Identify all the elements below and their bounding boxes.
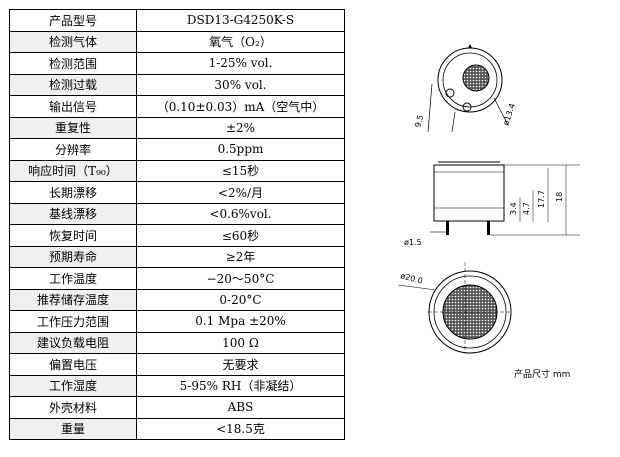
pin-diameter: ø1.5	[404, 238, 422, 247]
spec-row: 响应时间（T₉₀）≤15秒	[9, 159, 345, 182]
spec-value: ABS	[136, 396, 345, 419]
spec-value: −20～50°C	[136, 267, 345, 290]
spec-value: ≤60秒	[136, 224, 345, 247]
side-view: ø1.5 3.4 4.7 17.7 18	[404, 161, 580, 247]
spec-key: 基线漂移	[9, 202, 137, 225]
spec-key: 外壳材料	[9, 396, 137, 419]
spec-key: 重复性	[9, 116, 137, 139]
spec-value: 0.1 Mpa ±20%	[136, 310, 345, 333]
spec-row: 长期漂移<2%/月	[9, 181, 345, 204]
spec-row: 恢复时间≤60秒	[9, 224, 345, 247]
pin-hole-icon	[462, 102, 472, 112]
spec-row: 检测气体氧气（O₂）	[9, 30, 345, 53]
spec-key: 推荐储存温度	[9, 288, 137, 311]
spec-value: 1-25% vol.	[136, 52, 345, 75]
top-dim-b: ø13.4	[501, 102, 517, 126]
dimension-note: 产品尺寸 mm	[514, 370, 571, 380]
spec-key: 重量	[9, 417, 137, 440]
spec-value: 氧气（O₂）	[136, 30, 345, 53]
dimension-drawing: 9.5 ø13.4 ø1.5 3.4 4.7 17.7 18 ø20.0	[397, 44, 580, 354]
spec-value: 30% vol.	[136, 73, 345, 96]
spec-key: 产品型号	[9, 9, 137, 32]
spec-key: 工作湿度	[9, 374, 137, 397]
spec-key: 输出信号	[9, 95, 137, 118]
spec-key: 响应时间（T₉₀）	[9, 159, 137, 182]
spec-key: 预期寿命	[9, 245, 137, 268]
spec-row: 基线漂移<0.6%vol.	[9, 202, 345, 225]
spec-key: 检测范围	[9, 52, 137, 75]
spec-key: 偏置电压	[9, 353, 137, 376]
spec-value: 无要求	[136, 353, 345, 376]
spec-row: 工作温度−20～50°C	[9, 267, 345, 290]
spec-value: ≥2年	[136, 245, 345, 268]
side-dim-3: 17.7	[537, 190, 546, 208]
spec-key: 检测气体	[9, 30, 137, 53]
spec-value: 0-20°C	[136, 288, 345, 311]
gas-inlet-filter	[462, 64, 490, 92]
pin-hole-icon	[445, 88, 455, 98]
side-dim-2: 4.7	[522, 202, 531, 215]
pin-icon	[446, 221, 449, 235]
top-dim-a: 9.5	[413, 114, 425, 129]
spec-key: 长期漂移	[9, 181, 137, 204]
top-view: 9.5 ø13.4	[413, 44, 517, 133]
spec-value: ≤15秒	[136, 159, 345, 182]
pin-icon	[487, 221, 490, 235]
spec-row: 重量<18.5克	[9, 417, 345, 440]
spec-key: 检测过载	[9, 73, 137, 96]
spec-value: DSD13-G4250K-S	[136, 9, 345, 32]
spec-row: 重复性±2%	[9, 116, 345, 139]
spec-value: 5-95% RH（非凝结）	[136, 374, 345, 397]
side-dim-4: 18	[555, 192, 564, 202]
spec-value: 0.5ppm	[136, 138, 345, 161]
spec-value: <2%/月	[136, 181, 345, 204]
spec-row: 预期寿命≥2年	[9, 245, 345, 268]
spec-key: 工作温度	[9, 267, 137, 290]
bottom-view: ø20.0	[397, 262, 512, 354]
spec-value: （0.10±0.03）mA（空气中）	[136, 95, 345, 118]
spec-value: ±2%	[136, 116, 345, 139]
spec-key: 工作压力范围	[9, 310, 137, 333]
spec-value: <0.6%vol.	[136, 202, 345, 225]
spec-value: <18.5克	[136, 417, 345, 440]
spec-key: 分辨率	[9, 138, 137, 161]
spec-row: 偏置电压无要求	[9, 353, 345, 376]
bottom-diameter: ø20.0	[399, 271, 423, 286]
spec-key: 恢复时间	[9, 224, 137, 247]
side-dim-1: 3.4	[509, 202, 518, 215]
spec-key: 建议负载电阻	[9, 331, 137, 354]
spec-row: 输出信号（0.10±0.03）mA（空气中）	[9, 95, 345, 118]
spec-value: 100 Ω	[136, 331, 345, 354]
